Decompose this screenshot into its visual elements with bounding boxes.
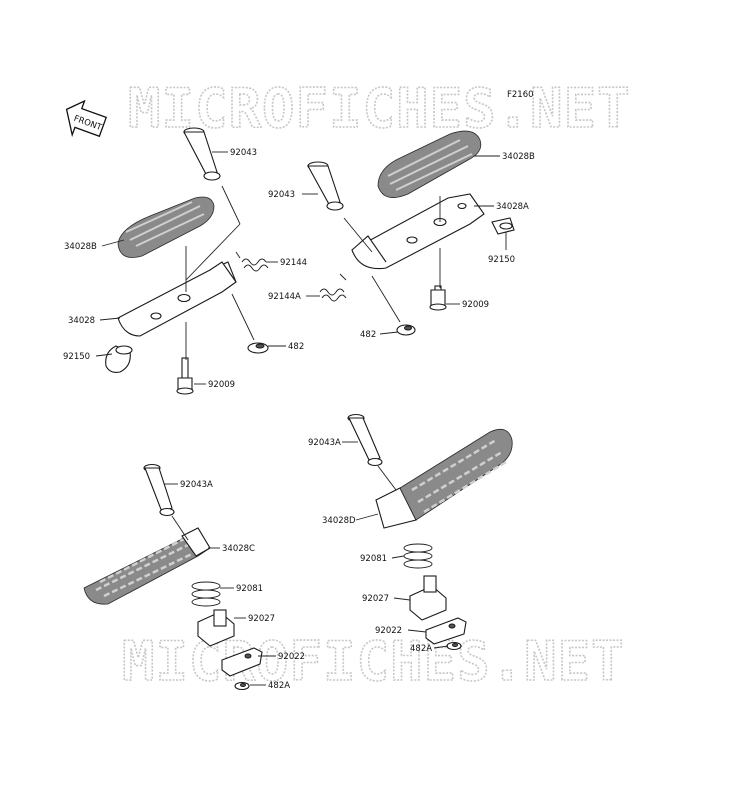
rear-footpeg-left-assembly <box>83 463 263 691</box>
bolt-92009-right <box>429 285 447 311</box>
label-92081-left: 92081 <box>236 584 263 594</box>
label-92043A-left: 92043A <box>180 480 213 490</box>
pin-92043A-right <box>347 413 383 467</box>
label-92150-right: 92150 <box>488 255 515 265</box>
plate-92022-right <box>425 617 467 645</box>
label-482-right: 482 <box>360 330 376 340</box>
label-34028D: 34028D <box>322 516 356 526</box>
cap-92150-left <box>105 345 133 373</box>
label-482-left: 482 <box>288 342 304 352</box>
cap-92150-right <box>491 217 515 235</box>
label-92043A-right: 92043A <box>308 438 341 448</box>
washer-482A-right <box>446 641 462 651</box>
label-482A-right: 482A <box>410 644 432 654</box>
label-92144: 92144 <box>280 258 307 268</box>
washer-482-left <box>247 342 269 354</box>
label-34028A: 34028A <box>496 202 529 212</box>
label-34028C: 34028C <box>222 544 255 554</box>
footpeg-34028C <box>83 527 211 605</box>
bolt-92009-left <box>176 357 194 395</box>
spring-92081-right <box>403 543 433 569</box>
washer-482-right <box>396 324 416 336</box>
rear-footpeg-right-assembly <box>347 413 513 651</box>
front-footpeg-right-assembly <box>307 130 515 336</box>
pin-92043-left <box>183 127 221 181</box>
label-34028B-left: 34028B <box>64 242 97 252</box>
label-92144A: 92144A <box>268 292 301 302</box>
label-92027-left: 92027 <box>248 614 275 624</box>
front-footpeg-left-assembly <box>105 127 269 395</box>
rubber-pad-34028B-right <box>377 130 482 198</box>
watermark-bottom: MICROFICHES.NET <box>122 630 625 693</box>
label-92043-right: 92043 <box>268 190 295 200</box>
label-92043-left: 92043 <box>230 148 257 158</box>
holder-92027-right <box>409 575 447 621</box>
washer-482A-left <box>234 681 250 691</box>
footpeg-34028D <box>375 428 513 529</box>
holder-92027-left <box>197 609 235 647</box>
label-92022-left: 92022 <box>278 652 305 662</box>
pin-92043-right <box>307 161 344 211</box>
spring-92081-left <box>191 581 221 607</box>
front-direction-icon: FRONT <box>65 99 108 138</box>
label-92022-right: 92022 <box>375 626 402 636</box>
spring-92144A <box>319 273 347 302</box>
pin-92043A-left <box>143 463 175 517</box>
label-482A-left: 482A <box>268 681 290 691</box>
label-34028B-right: 34028B <box>502 152 535 162</box>
label-92009-left: 92009 <box>208 380 235 390</box>
label-34028: 34028 <box>68 316 95 326</box>
plate-92022-left <box>221 647 263 677</box>
label-92150-left: 92150 <box>63 352 90 362</box>
footpeg-34028 <box>117 261 237 337</box>
label-92081-right: 92081 <box>360 554 387 564</box>
figure-code: F2160 <box>507 90 534 100</box>
label-92009-right: 92009 <box>462 300 489 310</box>
footpeg-34028A <box>351 193 485 270</box>
watermark-top: MICROFICHES.NET <box>128 77 631 140</box>
rubber-pad-34028B-left <box>117 196 215 258</box>
label-92027-right: 92027 <box>362 594 389 604</box>
spring-92144 <box>235 251 269 272</box>
